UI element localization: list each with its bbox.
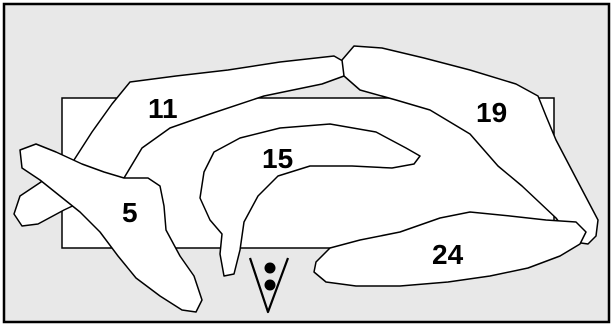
label-24: 24 — [432, 239, 464, 270]
label-15: 15 — [262, 143, 293, 174]
label-5: 5 — [122, 197, 138, 228]
label-11: 11 — [148, 93, 178, 124]
label-19: 19 — [476, 97, 507, 128]
